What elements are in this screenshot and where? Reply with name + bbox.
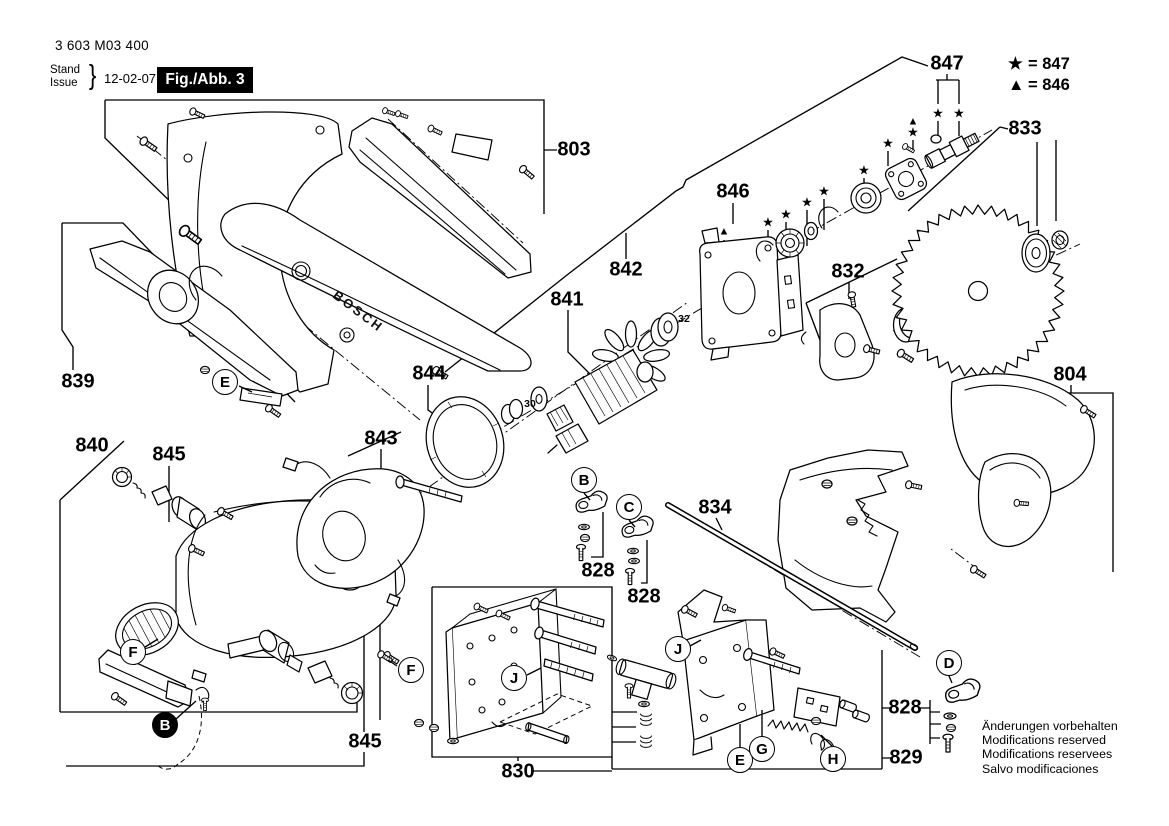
star-icon: ★ (858, 162, 870, 178)
part-label-841: 841 (550, 288, 584, 311)
legend-triangle-value: = 846 (1028, 76, 1070, 94)
star-icon: ★ (801, 194, 813, 210)
callout-B-2: B (571, 467, 597, 493)
part-label-804: 804 (1053, 363, 1087, 386)
part-label-828-b: 828 (581, 559, 615, 582)
star-icon: ★ (907, 124, 919, 140)
note-en: Modifications reserved (982, 733, 1106, 748)
part-label-828-d: 828 (888, 696, 922, 719)
part-label-844: 844 (412, 362, 446, 385)
spindle-gear-train (755, 132, 980, 262)
t-coupler (615, 658, 677, 700)
power-cable-dashed (155, 695, 202, 770)
star-icon: ★ (762, 214, 774, 230)
callout-J-2: J (665, 636, 691, 662)
lever-arm-839 (89, 240, 299, 407)
note-es: Salvo modificaciones (982, 761, 1099, 776)
cover-plate-832 (800, 303, 875, 381)
stand-label: Stand (50, 64, 81, 76)
document-number: 3 603 M03 400 (55, 38, 149, 53)
callout-C: C (616, 494, 642, 520)
part-label-846: 846 (716, 180, 750, 203)
cable-clamp (191, 669, 210, 703)
part-label-840: 840 (75, 434, 109, 457)
mounting-bracket-830 (445, 588, 605, 745)
callout-E-2: E (727, 747, 753, 773)
saw-blade-group (891, 204, 1069, 378)
stand-issue-block: Stand Issue (50, 64, 80, 90)
callout-D: D (936, 650, 962, 676)
part-label-845-bottom: 845 (348, 730, 382, 753)
pivot-bracket-829 (615, 589, 841, 757)
carbon-brush-set-top (111, 466, 207, 530)
armature-841 (500, 312, 679, 454)
triangle-icon: ▲ (907, 115, 919, 128)
brace-glyph: } (88, 59, 97, 90)
callout-F-2: F (398, 657, 424, 683)
star-icon: ★ (882, 135, 894, 151)
callout-leaders (144, 385, 953, 747)
stator-843 (282, 457, 425, 607)
part-label-830: 830 (501, 760, 535, 783)
symbol-legend: ★ = 847 ▲= 846 (1008, 54, 1070, 96)
hose-coupler (258, 629, 303, 673)
part-label-839: 839 (61, 370, 95, 393)
part-label-828-c: 828 (627, 585, 661, 608)
motor-bracket-842 (699, 227, 804, 361)
group-boundary-lines (59, 56, 1114, 772)
part-label-845-top: 845 (152, 443, 186, 466)
part-label-847: 847 (930, 52, 964, 75)
note-de: Änderungen vorbehalten (982, 719, 1118, 733)
callout-F-1: F (120, 639, 146, 665)
note-fr: Modifications reservees (982, 747, 1113, 762)
detail-mark-30: 30 (524, 398, 536, 410)
part-label-833: 833 (1008, 117, 1042, 140)
star-icon: ★ (932, 105, 944, 121)
figure-badge: Fig./Abb. 3 (157, 67, 253, 93)
part-label-832: 832 (831, 260, 865, 283)
callout-G: G (749, 736, 775, 762)
blade-guards-804 (777, 373, 1095, 623)
callout-B-filled: B (152, 712, 178, 738)
triangle-icon: ▲ (1008, 76, 1025, 94)
part-label-842: 842 (609, 258, 643, 281)
callout-H: H (820, 746, 846, 772)
spindle-shaft (924, 132, 980, 169)
handle-bar (98, 649, 193, 708)
callout-J-1: J (501, 665, 527, 691)
bearing-cover-844 (395, 396, 505, 503)
star-icon: ★ (953, 105, 965, 121)
depth-rod-834 (665, 502, 919, 651)
legend-triangle-row: ▲= 846 (1008, 75, 1070, 96)
callout-E-1: E (212, 369, 238, 395)
issue-date: 12-02-07 (104, 71, 157, 86)
modification-notes: Änderungen vorbehalten Modifications res… (982, 719, 1118, 776)
detail-mark-32: 32 (678, 313, 690, 325)
part-label-834: 834 (698, 496, 732, 519)
star-icon: ★ (1008, 55, 1023, 73)
issue-label: Issue (50, 77, 78, 89)
part-label-843: 843 (364, 427, 398, 450)
part-label-803: 803 (557, 138, 591, 161)
table-insert (348, 117, 532, 279)
legend-star-value: = 847 (1028, 55, 1070, 73)
star-icon: ★ (780, 206, 792, 222)
part-label-829: 829 (889, 746, 923, 769)
triangle-icon: ▲ (718, 225, 730, 238)
carbon-brush-set-bottom (307, 660, 364, 705)
legend-star-row: ★ = 847 (1008, 54, 1070, 75)
star-icon: ★ (818, 183, 830, 199)
